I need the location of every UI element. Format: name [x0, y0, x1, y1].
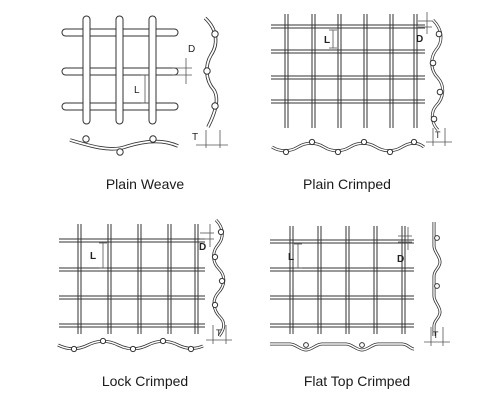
plain-crimped-bottom-profile	[271, 138, 425, 156]
flat-top-crimped-side-profile	[432, 222, 442, 336]
caption-flat-top-crimped: Flat Top Crimped	[303, 373, 411, 389]
plain-crimped-mesh	[271, 14, 425, 128]
lock-crimped-T-label: T	[216, 328, 222, 338]
plain-weave-side-profile	[203, 16, 219, 128]
lock-crimped-T-dimension	[206, 325, 232, 344]
flat-top-crimped-mesh	[270, 226, 414, 334]
caption-plain-weave: Plain Weave	[105, 176, 185, 192]
lock-crimped-L-label: L	[90, 251, 96, 262]
plain-weave-D-dimension	[172, 58, 192, 84]
plain-weave-L-dimension	[141, 74, 149, 104]
panel-plain-weave: L D T	[61, 15, 228, 156]
plain-weave-T-dimension	[196, 130, 228, 148]
lock-crimped-L-dimension	[99, 242, 107, 269]
lock-crimped-mesh	[59, 224, 205, 334]
flat-top-crimped-L-dimension	[294, 243, 302, 269]
plain-weave-D-label: D	[188, 44, 195, 55]
plain-weave-mesh	[61, 15, 179, 125]
lock-crimped-D-dimension	[200, 224, 214, 247]
lock-crimped-side-profile	[211, 218, 226, 337]
lock-crimped-D-label: D	[199, 242, 206, 253]
caption-lock-crimped: Lock Crimped	[101, 373, 189, 389]
flat-top-crimped-D-dimension	[398, 227, 412, 250]
plain-weave-T-label: T	[192, 132, 198, 143]
plain-crimped-side-profile	[429, 18, 445, 132]
flat-top-crimped-T-label: T	[433, 330, 439, 340]
plain-crimped-L-label: L	[324, 35, 330, 46]
plain-weave-L-label: L	[134, 85, 140, 96]
flat-top-crimped-L-label: L	[288, 252, 294, 263]
panel-lock-crimped: L D T	[57, 218, 232, 353]
flat-top-crimped-T-dimension	[424, 327, 450, 346]
lock-crimped-bottom-profile	[57, 337, 204, 353]
plain-crimped-D-dimension	[418, 12, 432, 34]
panel-flat-top-crimped: L D T	[270, 222, 450, 352]
plain-crimped-L-dimension	[329, 29, 337, 49]
flat-top-crimped-D-label: D	[397, 254, 404, 265]
plain-crimped-D-label: D	[416, 34, 423, 45]
plain-crimped-T-label: T	[435, 130, 441, 140]
plain-weave-bottom-profile	[69, 135, 179, 156]
plain-crimped-T-dimension	[426, 128, 452, 146]
panel-plain-crimped: L D T	[271, 12, 452, 156]
flat-top-crimped-bottom-profile	[270, 342, 415, 352]
caption-plain-crimped: Plain Crimped	[303, 176, 391, 192]
